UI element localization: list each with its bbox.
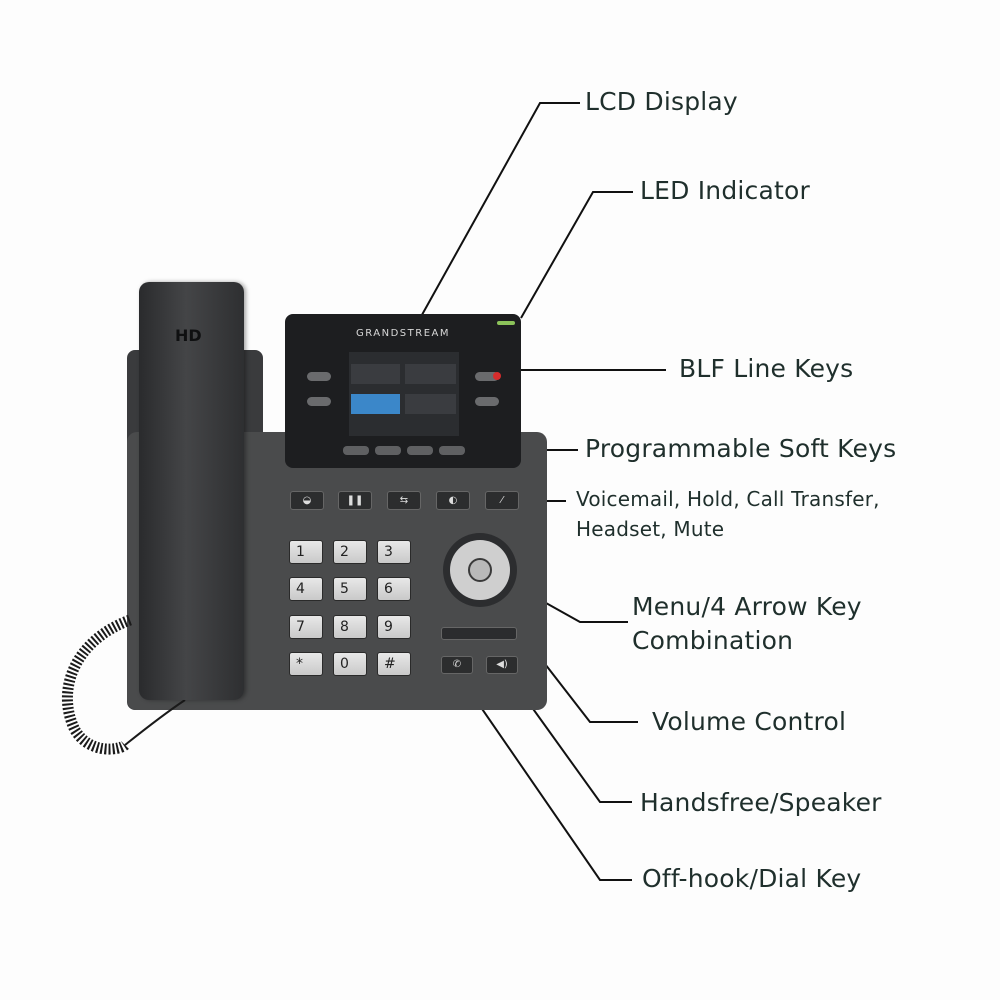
dial-key-hash[interactable]: # <box>377 652 411 676</box>
label-volume-control: Volume Control <box>652 707 847 736</box>
label-function-keys-2: Headset, Mute <box>576 517 725 541</box>
lcd-display: GRANDSTREAM <box>285 314 521 468</box>
handset[interactable]: HD <box>139 282 244 700</box>
label-lcd-display: LCD Display <box>585 87 738 116</box>
off-hook-dial-key[interactable]: ✆ <box>441 656 473 674</box>
dial-key-star[interactable]: * <box>289 652 323 676</box>
blf-status-dot <box>493 372 501 380</box>
hold-key[interactable]: ❚❚ <box>338 491 372 510</box>
blf-key-2[interactable] <box>307 397 331 406</box>
dial-key-0[interactable]: 0 <box>333 652 367 676</box>
label-handsfree: Handsfree/Speaker <box>640 788 882 817</box>
dial-key-2[interactable]: 2 <box>333 540 367 564</box>
soft-key-4[interactable] <box>439 446 465 455</box>
leader-lcd-display <box>417 102 580 323</box>
brand-logo: GRANDSTREAM <box>355 328 450 339</box>
blf-key-3[interactable] <box>475 372 501 381</box>
label-off-hook: Off-hook/Dial Key <box>642 864 862 893</box>
volume-control-key[interactable] <box>441 627 517 640</box>
lcd-line-selected <box>351 394 400 414</box>
label-soft-keys: Programmable Soft Keys <box>585 434 897 463</box>
dial-key-5[interactable]: 5 <box>333 577 367 601</box>
coiled-cord <box>61 614 186 755</box>
dial-key-6[interactable]: 6 <box>377 577 411 601</box>
dial-key-1[interactable]: 1 <box>289 540 323 564</box>
lcd-line-1 <box>351 364 400 384</box>
leader-led-indicator <box>520 191 633 319</box>
blf-key-4[interactable] <box>475 397 499 406</box>
soft-key-1[interactable] <box>343 446 369 455</box>
transfer-key[interactable]: ⇆ <box>387 491 421 510</box>
lcd-line-3 <box>405 394 456 414</box>
label-led-indicator: LED Indicator <box>640 176 810 205</box>
lcd-line-2 <box>405 364 456 384</box>
led-indicator <box>497 321 515 325</box>
label-blf-line-keys: BLF Line Keys <box>679 354 854 383</box>
menu-ok-key[interactable] <box>468 558 492 582</box>
lcd-screen <box>349 352 459 436</box>
label-menu-1: Menu/4 Arrow Key <box>632 592 862 621</box>
hd-badge: HD <box>175 326 202 345</box>
speaker-key[interactable]: ◀) <box>486 656 518 674</box>
soft-key-2[interactable] <box>375 446 401 455</box>
voicemail-key[interactable]: ◒ <box>290 491 324 510</box>
mute-key[interactable]: ⁄ <box>485 491 519 510</box>
headset-key[interactable]: ◐ <box>436 491 470 510</box>
blf-key-1[interactable] <box>307 372 331 381</box>
dial-key-8[interactable]: 8 <box>333 615 367 639</box>
label-function-keys-1: Voicemail, Hold, Call Transfer, <box>576 487 880 511</box>
dial-key-3[interactable]: 3 <box>377 540 411 564</box>
dial-key-4[interactable]: 4 <box>289 577 323 601</box>
label-menu-2: Combination <box>632 626 794 655</box>
dial-key-9[interactable]: 9 <box>377 615 411 639</box>
dial-key-7[interactable]: 7 <box>289 615 323 639</box>
arrow-keys[interactable] <box>450 540 510 600</box>
soft-key-3[interactable] <box>407 446 433 455</box>
navigation-ring <box>443 533 517 607</box>
